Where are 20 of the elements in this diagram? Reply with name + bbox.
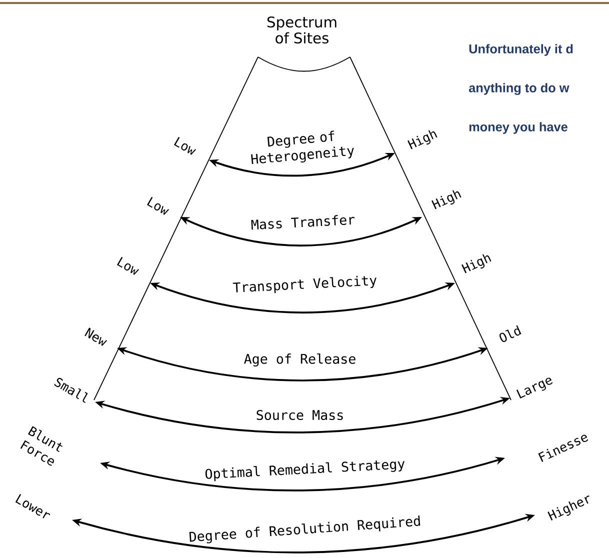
scale-end-label: Low [116, 256, 140, 275]
note-text: anything to do w [468, 83, 570, 95]
note-text: Unfortunately it d [469, 44, 573, 56]
scale-label: Age of Release [244, 353, 356, 367]
scale-label: Degree of Resolution Required [189, 516, 420, 544]
scale-label: Source Mass [256, 410, 343, 420]
scale-label: Optimal Remedial Strategy [205, 460, 404, 482]
scale-end-label: Large [516, 378, 553, 398]
title: Spectrum of Sites [267, 16, 336, 44]
scale-end-label: High [408, 130, 438, 150]
scale-label: Mass Transfer [251, 215, 355, 230]
scale-end-label: Low [146, 196, 170, 215]
scale-end-label: New [84, 328, 108, 346]
scale-end-label: High [432, 190, 462, 210]
note-text: money you have [469, 122, 568, 134]
scale-end-label: Low [174, 136, 196, 155]
scale-label: Transport Velocity [232, 276, 376, 294]
scale-end-label: Old [500, 325, 522, 342]
scale-label: Degree of Heterogeneity [251, 130, 354, 164]
scale-end-label: High [462, 254, 492, 274]
